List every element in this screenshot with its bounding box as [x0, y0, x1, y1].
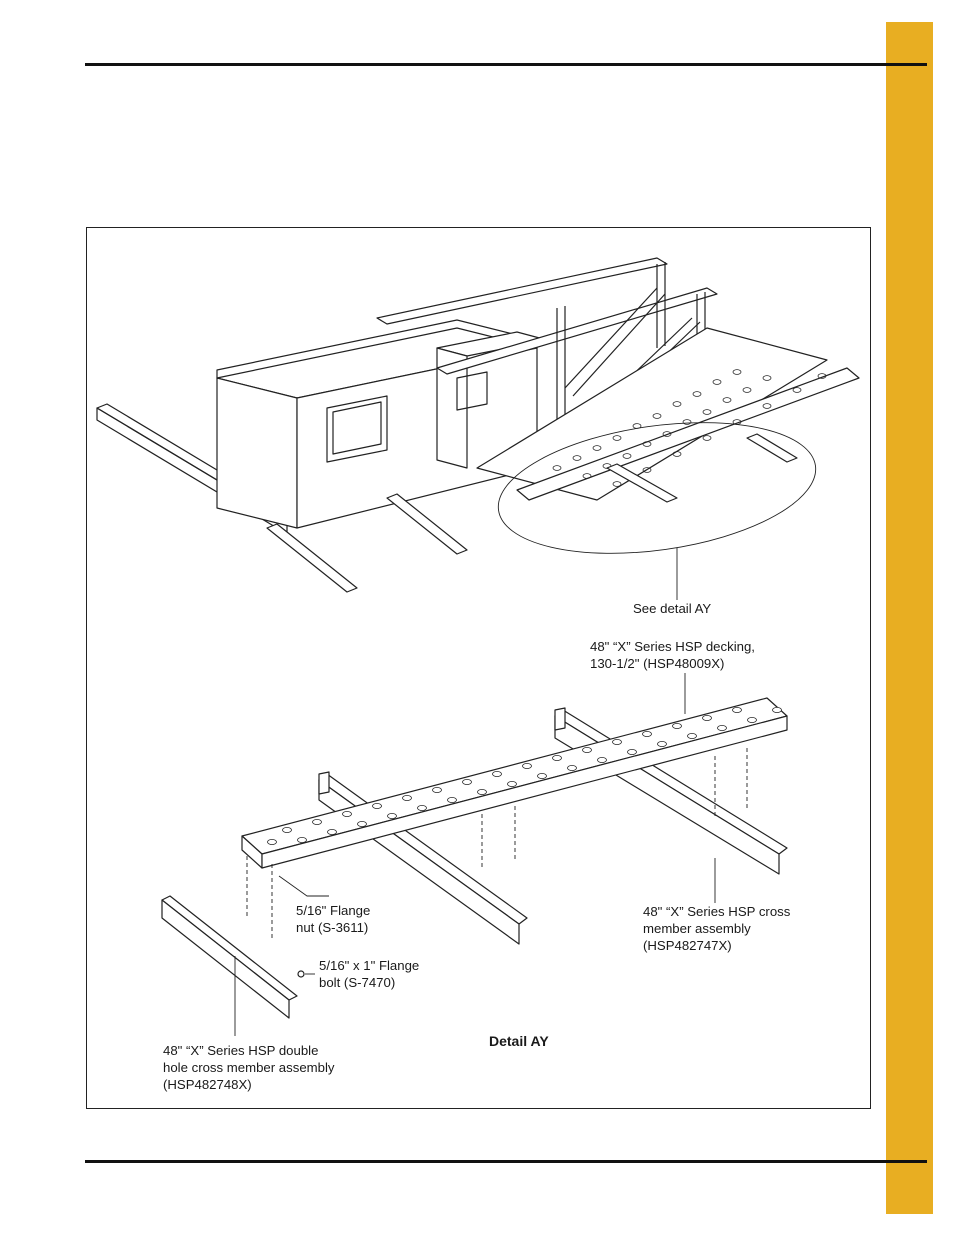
detail-ay-drawing [161, 673, 788, 1036]
detail-title: Detail AY [489, 1033, 549, 1049]
flange-nut-callout: 5/16" Flange nut (S-3611) [296, 903, 371, 935]
header-rule [85, 63, 927, 66]
footer-rule [85, 1160, 927, 1163]
decking-callout: 48" “X” Series HSP decking, 130-1/2" (HS… [590, 639, 755, 671]
assembly-illustration [96, 257, 860, 1036]
cross-member-callout: 48" “X” Series HSP cross member assembly… [643, 904, 791, 953]
side-tab [886, 22, 933, 1214]
see-detail-label: See detail AY [633, 601, 712, 616]
figure-frame: See detail AY 48" “X” Series HSP decking… [86, 227, 871, 1109]
double-hole-cross-member-callout: 48" “X” Series HSP double hole cross mem… [163, 1043, 335, 1092]
conveyor-tower-drawing [96, 257, 860, 600]
flange-bolt-callout: 5/16" x 1" Flange bolt (S-7470) [319, 958, 420, 990]
